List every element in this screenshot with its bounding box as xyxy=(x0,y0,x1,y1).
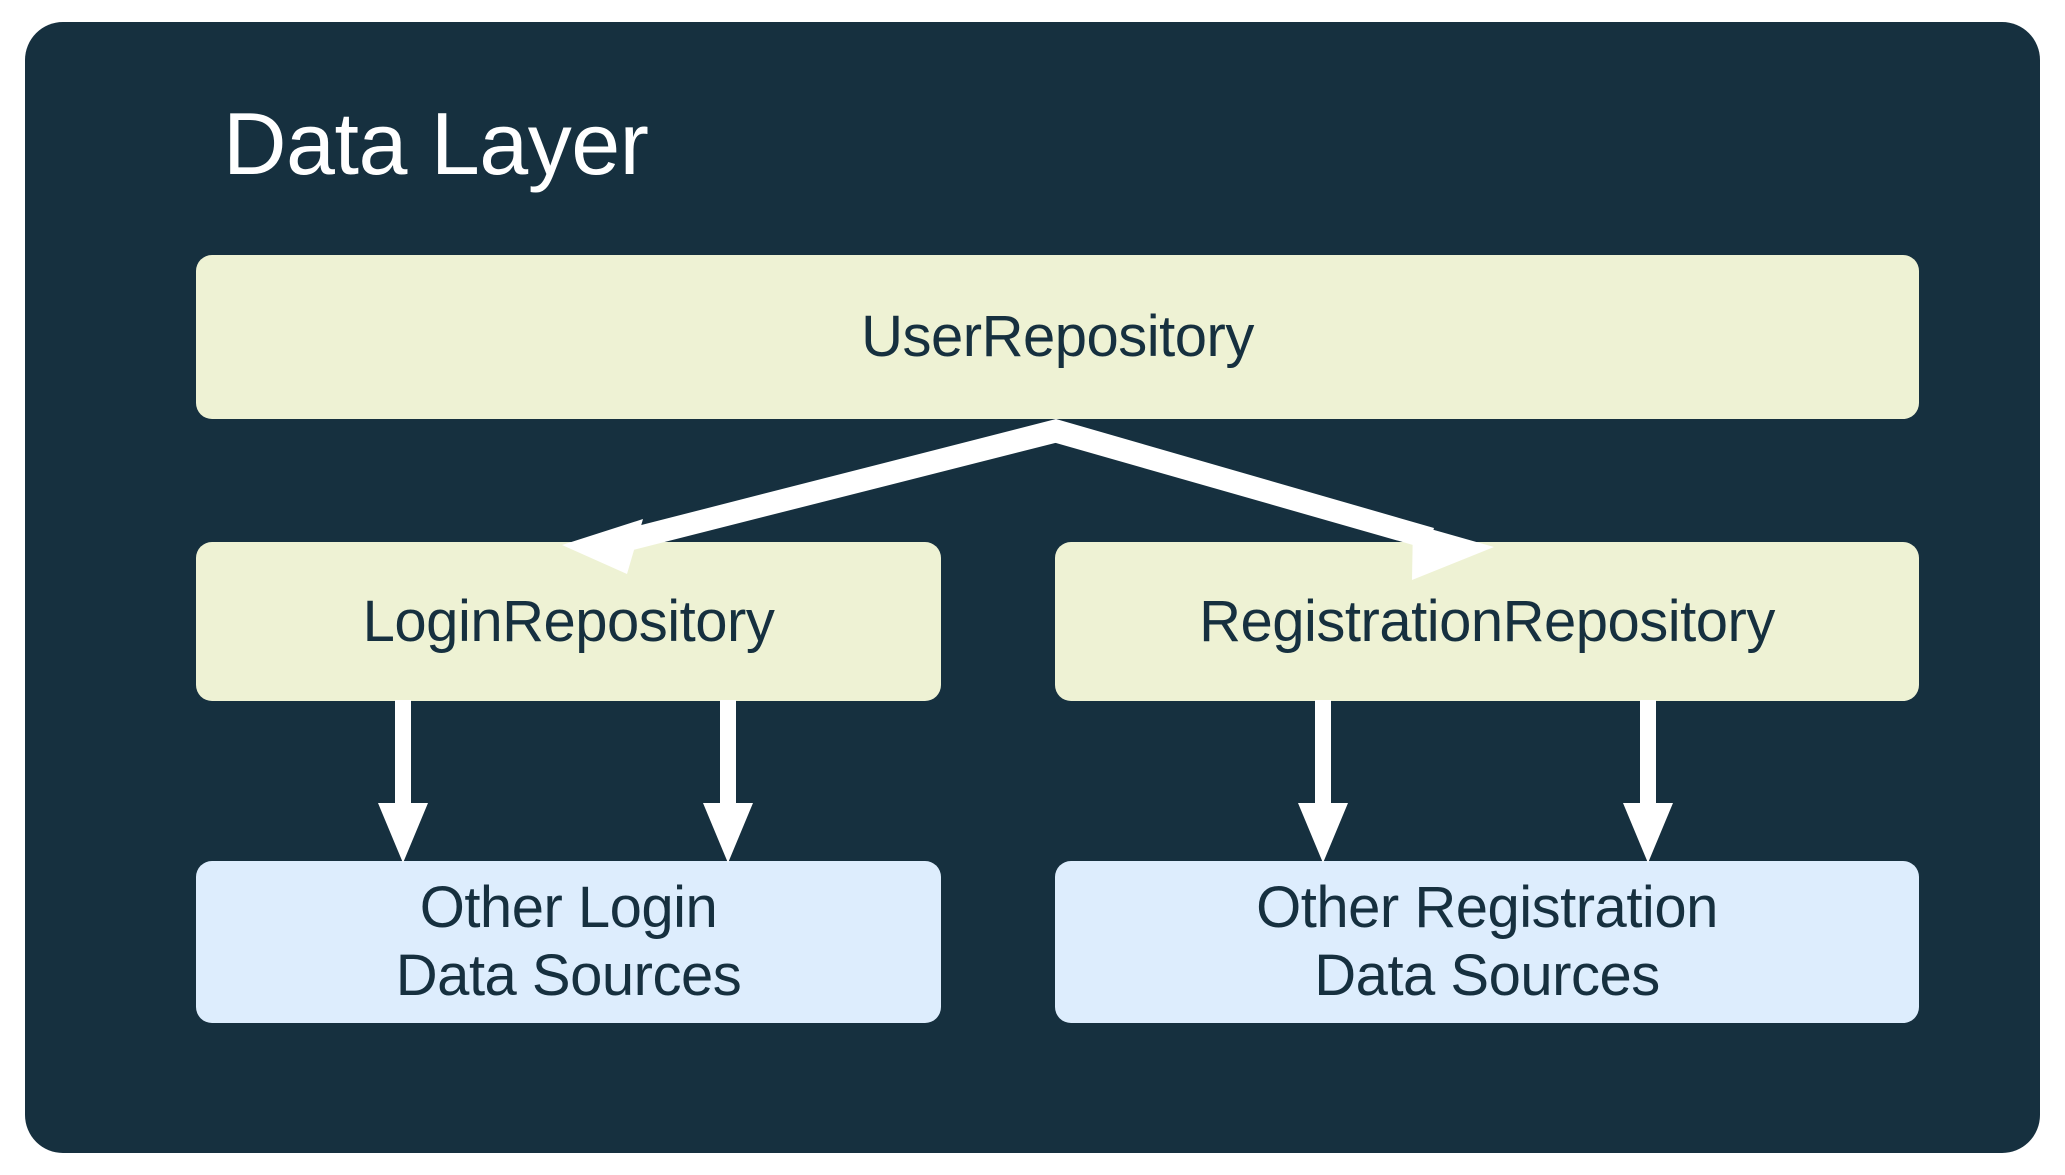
node-other-login-data-sources[interactable]: Other Login Data Sources xyxy=(196,861,941,1023)
node-other-registration-data-sources[interactable]: Other Registration Data Sources xyxy=(1055,861,1919,1023)
node-registration-repository[interactable]: RegistrationRepository xyxy=(1055,542,1919,701)
node-user-repository[interactable]: UserRepository xyxy=(196,255,1919,419)
node-login-repository[interactable]: LoginRepository xyxy=(196,542,941,701)
page-title: Data Layer xyxy=(223,94,649,193)
